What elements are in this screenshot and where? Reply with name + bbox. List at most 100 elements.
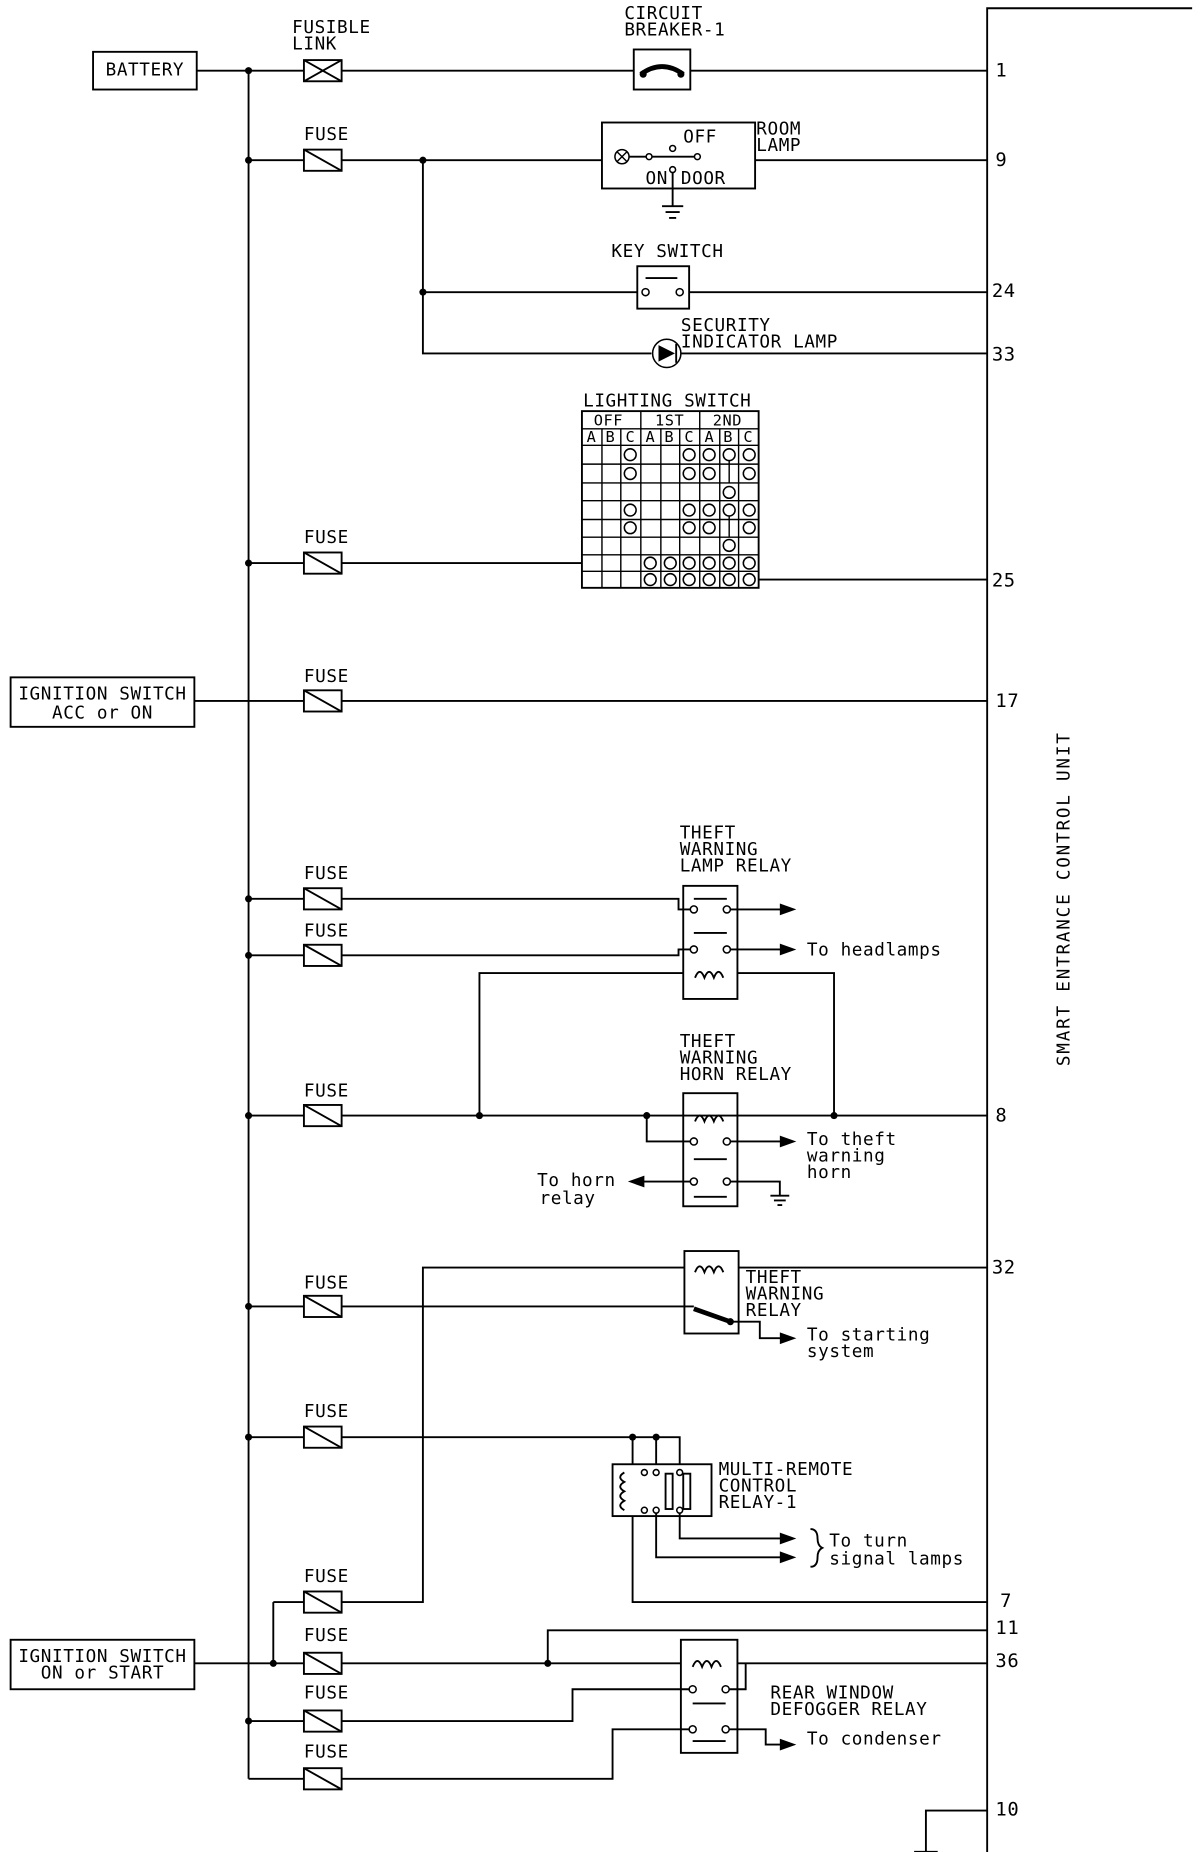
svg-text:system: system [807,1342,874,1362]
fuse-label: FUSE [304,528,349,548]
svg-text:relay: relay [540,1189,596,1209]
control-unit-outline [986,7,1193,1852]
circuit-breaker-label: CIRCUIT [624,4,703,24]
fuse-symbol [302,1104,343,1128]
pin-32: 32 [992,1257,1016,1278]
fuse-symbol [302,551,343,575]
fuse-symbol [302,887,343,911]
svg-text:LAMP: LAMP [756,136,801,156]
svg-text:A: A [704,428,714,446]
pin-10: 10 [995,1799,1019,1820]
svg-text:ACC or ON: ACC or ON [52,704,153,724]
svg-text:C: C [626,428,636,446]
defog-relay-label: REAR WINDOW [770,1684,893,1704]
svg-text:IGNITION SWITCH: IGNITION SWITCH [18,1647,186,1667]
fuse-label: FUSE [304,1402,349,1422]
svg-text:C: C [743,428,753,446]
svg-text:HORN RELAY: HORN RELAY [680,1065,792,1085]
fuse-label: FUSE [304,1274,349,1294]
fuse-symbol [302,1651,343,1675]
room-lamp-off: OFF [683,128,717,148]
pin-11: 11 [995,1618,1019,1639]
circuit-breaker-symbol [632,48,692,91]
dest-theft-horn: To theft [807,1130,897,1150]
svg-text:1ST: 1ST [655,411,684,429]
dest-turn-signal: To turn [829,1532,908,1552]
pin-8: 8 [995,1105,1007,1126]
pin-7: 7 [1000,1591,1012,1612]
room-lamp-on: ON [646,169,668,189]
pin-17: 17 [995,691,1019,712]
fuse-label: FUSE [304,1743,349,1763]
fuse-label: FUSE [304,667,349,687]
room-lamp-symbol [601,121,757,219]
ignition-acc-box: IGNITION SWITCH ACC or ON [9,676,196,728]
fuse-label: FUSE [304,1684,349,1704]
dest-condenser: To condenser [807,1730,942,1750]
room-lamp-label: ROOM [756,119,801,139]
pin-25: 25 [992,571,1016,592]
fusible-link-label: FUSIBLE [292,18,371,38]
warn-relay-label: THEFT [746,1268,802,1288]
room-lamp-door: DOOR [681,169,726,189]
svg-text:WARNING: WARNING [680,1049,759,1069]
dest-headlamps: To headlamps [807,940,942,960]
theft-warning-lamp-relay [682,884,739,1000]
pin-36: 36 [995,1651,1019,1672]
svg-text:RELAY-1: RELAY-1 [719,1493,798,1513]
fuse-symbol [302,689,343,713]
fuse-symbol [302,1767,343,1791]
pin-24: 24 [992,281,1016,302]
lighting-switch-grid: OFF 1ST 2ND A B C A B C A B C [580,410,760,589]
theft-warning-relay [683,1250,740,1335]
fuse-label: FUSE [304,1082,349,1102]
svg-text:ON or START: ON or START [41,1664,164,1684]
rear-window-defogger-relay [679,1638,739,1754]
svg-text:LAMP RELAY: LAMP RELAY [680,857,792,877]
key-switch-symbol [636,265,691,310]
svg-text:B: B [723,428,733,446]
svg-text:BREAKER-1: BREAKER-1 [624,20,725,40]
ignition-start-box: IGNITION SWITCH ON or START [9,1638,196,1691]
svg-text:LINK: LINK [292,34,337,54]
dest-starting-system: To starting [807,1326,930,1346]
dest-horn-relay: To horn [537,1171,616,1191]
security-lamp-label: SECURITY [681,316,771,336]
fuse-symbol [302,1590,343,1614]
fuse-label: FUSE [304,1626,349,1646]
horn-relay-label: THEFT [680,1032,736,1052]
svg-text:IGNITION SWITCH: IGNITION SWITCH [18,685,186,705]
pin-33: 33 [992,344,1016,365]
control-unit-label: SMART ENTRANCE CONTROL UNIT [1055,731,1075,1066]
fuse-label: FUSE [304,1567,349,1587]
fuse-label: FUSE [304,125,349,145]
svg-text:2ND: 2ND [713,411,742,429]
svg-text:horn: horn [807,1163,852,1183]
svg-text:warning: warning [807,1147,886,1167]
pin-1: 1 [995,61,1007,82]
svg-text:WARNING: WARNING [680,840,759,860]
fuse-symbol [302,1709,343,1733]
svg-text:B: B [664,428,674,446]
fuse-symbol [302,148,343,172]
svg-text:OFF: OFF [594,411,623,429]
svg-text:C: C [684,428,694,446]
svg-text:A: A [587,428,597,446]
theft-warning-horn-relay [682,1092,739,1208]
key-switch-label: KEY SWITCH [611,242,723,262]
svg-text:signal lamps: signal lamps [829,1549,964,1569]
mrc-relay-label: MULTI-REMOTE [719,1460,854,1480]
lighting-switch-label: LIGHTING SWITCH [583,391,751,411]
fusible-link-symbol [302,59,343,83]
lamp-relay-label: THEFT [680,824,736,844]
battery-box: BATTERY [92,50,198,91]
battery-label: BATTERY [106,60,185,80]
fuse-symbol [302,943,343,967]
fuse-label: FUSE [304,864,349,884]
fuse-label: FUSE [304,922,349,942]
svg-text:B: B [605,428,615,446]
pin-9: 9 [995,150,1007,171]
fuse-symbol [302,1425,343,1449]
svg-text:INDICATOR LAMP: INDICATOR LAMP [681,333,838,353]
